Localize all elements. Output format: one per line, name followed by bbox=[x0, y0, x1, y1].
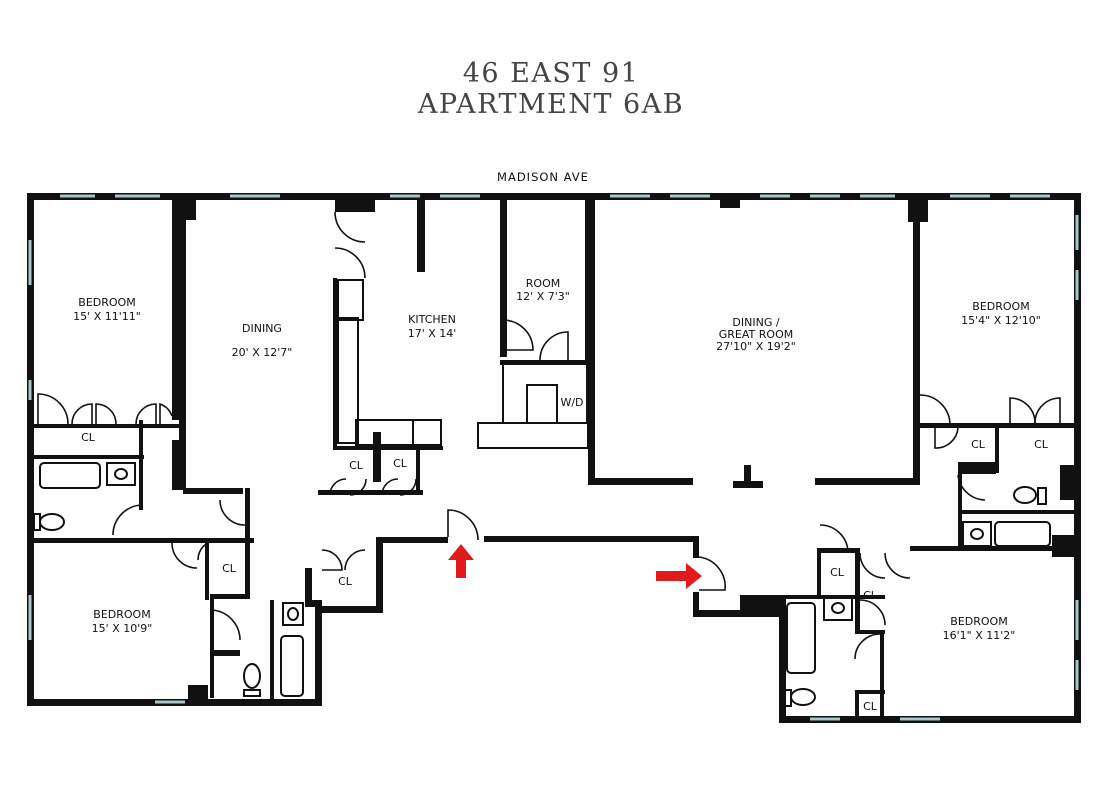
tub-sw bbox=[280, 635, 304, 697]
bedroom-ne-size: 15'4" X 12'10" bbox=[961, 314, 1041, 327]
dining-size: 20' X 12'7" bbox=[232, 346, 293, 359]
interior-walls bbox=[34, 197, 1078, 720]
closet-label: CL bbox=[81, 431, 96, 444]
bedroom-nw-name: BEDROOM bbox=[78, 296, 135, 309]
closet-label: CL bbox=[222, 562, 237, 575]
closet-label: CL bbox=[863, 589, 878, 602]
kitchen-name: KITCHEN bbox=[408, 313, 456, 326]
plan-title-address: 46 EAST 91 bbox=[462, 58, 640, 89]
toilet-nw bbox=[39, 513, 65, 531]
kitchen-size: 17' X 14' bbox=[408, 327, 457, 340]
closet-label: CL bbox=[863, 700, 878, 713]
closet-label: CL bbox=[830, 566, 845, 579]
bedroom-sw-name: BEDROOM bbox=[93, 608, 150, 621]
bedroom-ne-name: BEDROOM bbox=[972, 300, 1029, 313]
plan-title-unit: APARTMENT 6AB bbox=[417, 89, 685, 120]
tub-ne bbox=[994, 521, 1051, 547]
bath-fixtures bbox=[33, 462, 1051, 707]
service-entry-door bbox=[698, 556, 726, 591]
windows bbox=[28, 194, 1079, 721]
toilet-se bbox=[790, 688, 816, 706]
bedroom-sw-size: 15' X 10'9" bbox=[92, 622, 153, 635]
sink-sw bbox=[282, 602, 304, 626]
great-room-size: 27'10" X 19'2" bbox=[716, 340, 796, 353]
room-name: ROOM bbox=[526, 277, 560, 290]
bedroom-se-name: BEDROOM bbox=[950, 615, 1007, 628]
dining-name: DINING bbox=[242, 322, 282, 335]
sink-nw bbox=[106, 462, 136, 486]
closet-label: CL bbox=[349, 459, 364, 472]
bedroom-se-size: 16'1" X 11'2" bbox=[943, 629, 1016, 642]
tub-nw bbox=[39, 462, 101, 489]
door-swings bbox=[37, 211, 1061, 660]
sink-se bbox=[823, 597, 853, 621]
closet-label: CL bbox=[971, 438, 986, 451]
great-room-name-line2: GREAT ROOM bbox=[719, 328, 793, 341]
closet-label: CL bbox=[393, 457, 408, 470]
toilet-ne bbox=[1013, 486, 1037, 504]
washer-dryer-label: W/D bbox=[560, 396, 583, 409]
street-label: MADISON AVE bbox=[497, 170, 589, 184]
closet-label: CL bbox=[1034, 438, 1049, 451]
main-entry-door bbox=[447, 509, 479, 541]
entry-arrows bbox=[448, 544, 702, 589]
tub-se bbox=[786, 602, 816, 674]
room-size: 12' X 7'3" bbox=[516, 290, 570, 303]
bedroom-nw-size: 15' X 11'11" bbox=[73, 310, 141, 323]
sink-ne bbox=[962, 521, 992, 547]
room-labels: MADISON AVE BEDROOM 15' X 11'11" DINING … bbox=[73, 170, 1049, 713]
toilet-sw bbox=[243, 663, 261, 689]
closet-label: CL bbox=[338, 575, 353, 588]
great-room-name-line1: DINING / bbox=[732, 316, 779, 329]
main-entry-arrow bbox=[448, 544, 474, 578]
service-entry-arrow bbox=[656, 563, 702, 589]
